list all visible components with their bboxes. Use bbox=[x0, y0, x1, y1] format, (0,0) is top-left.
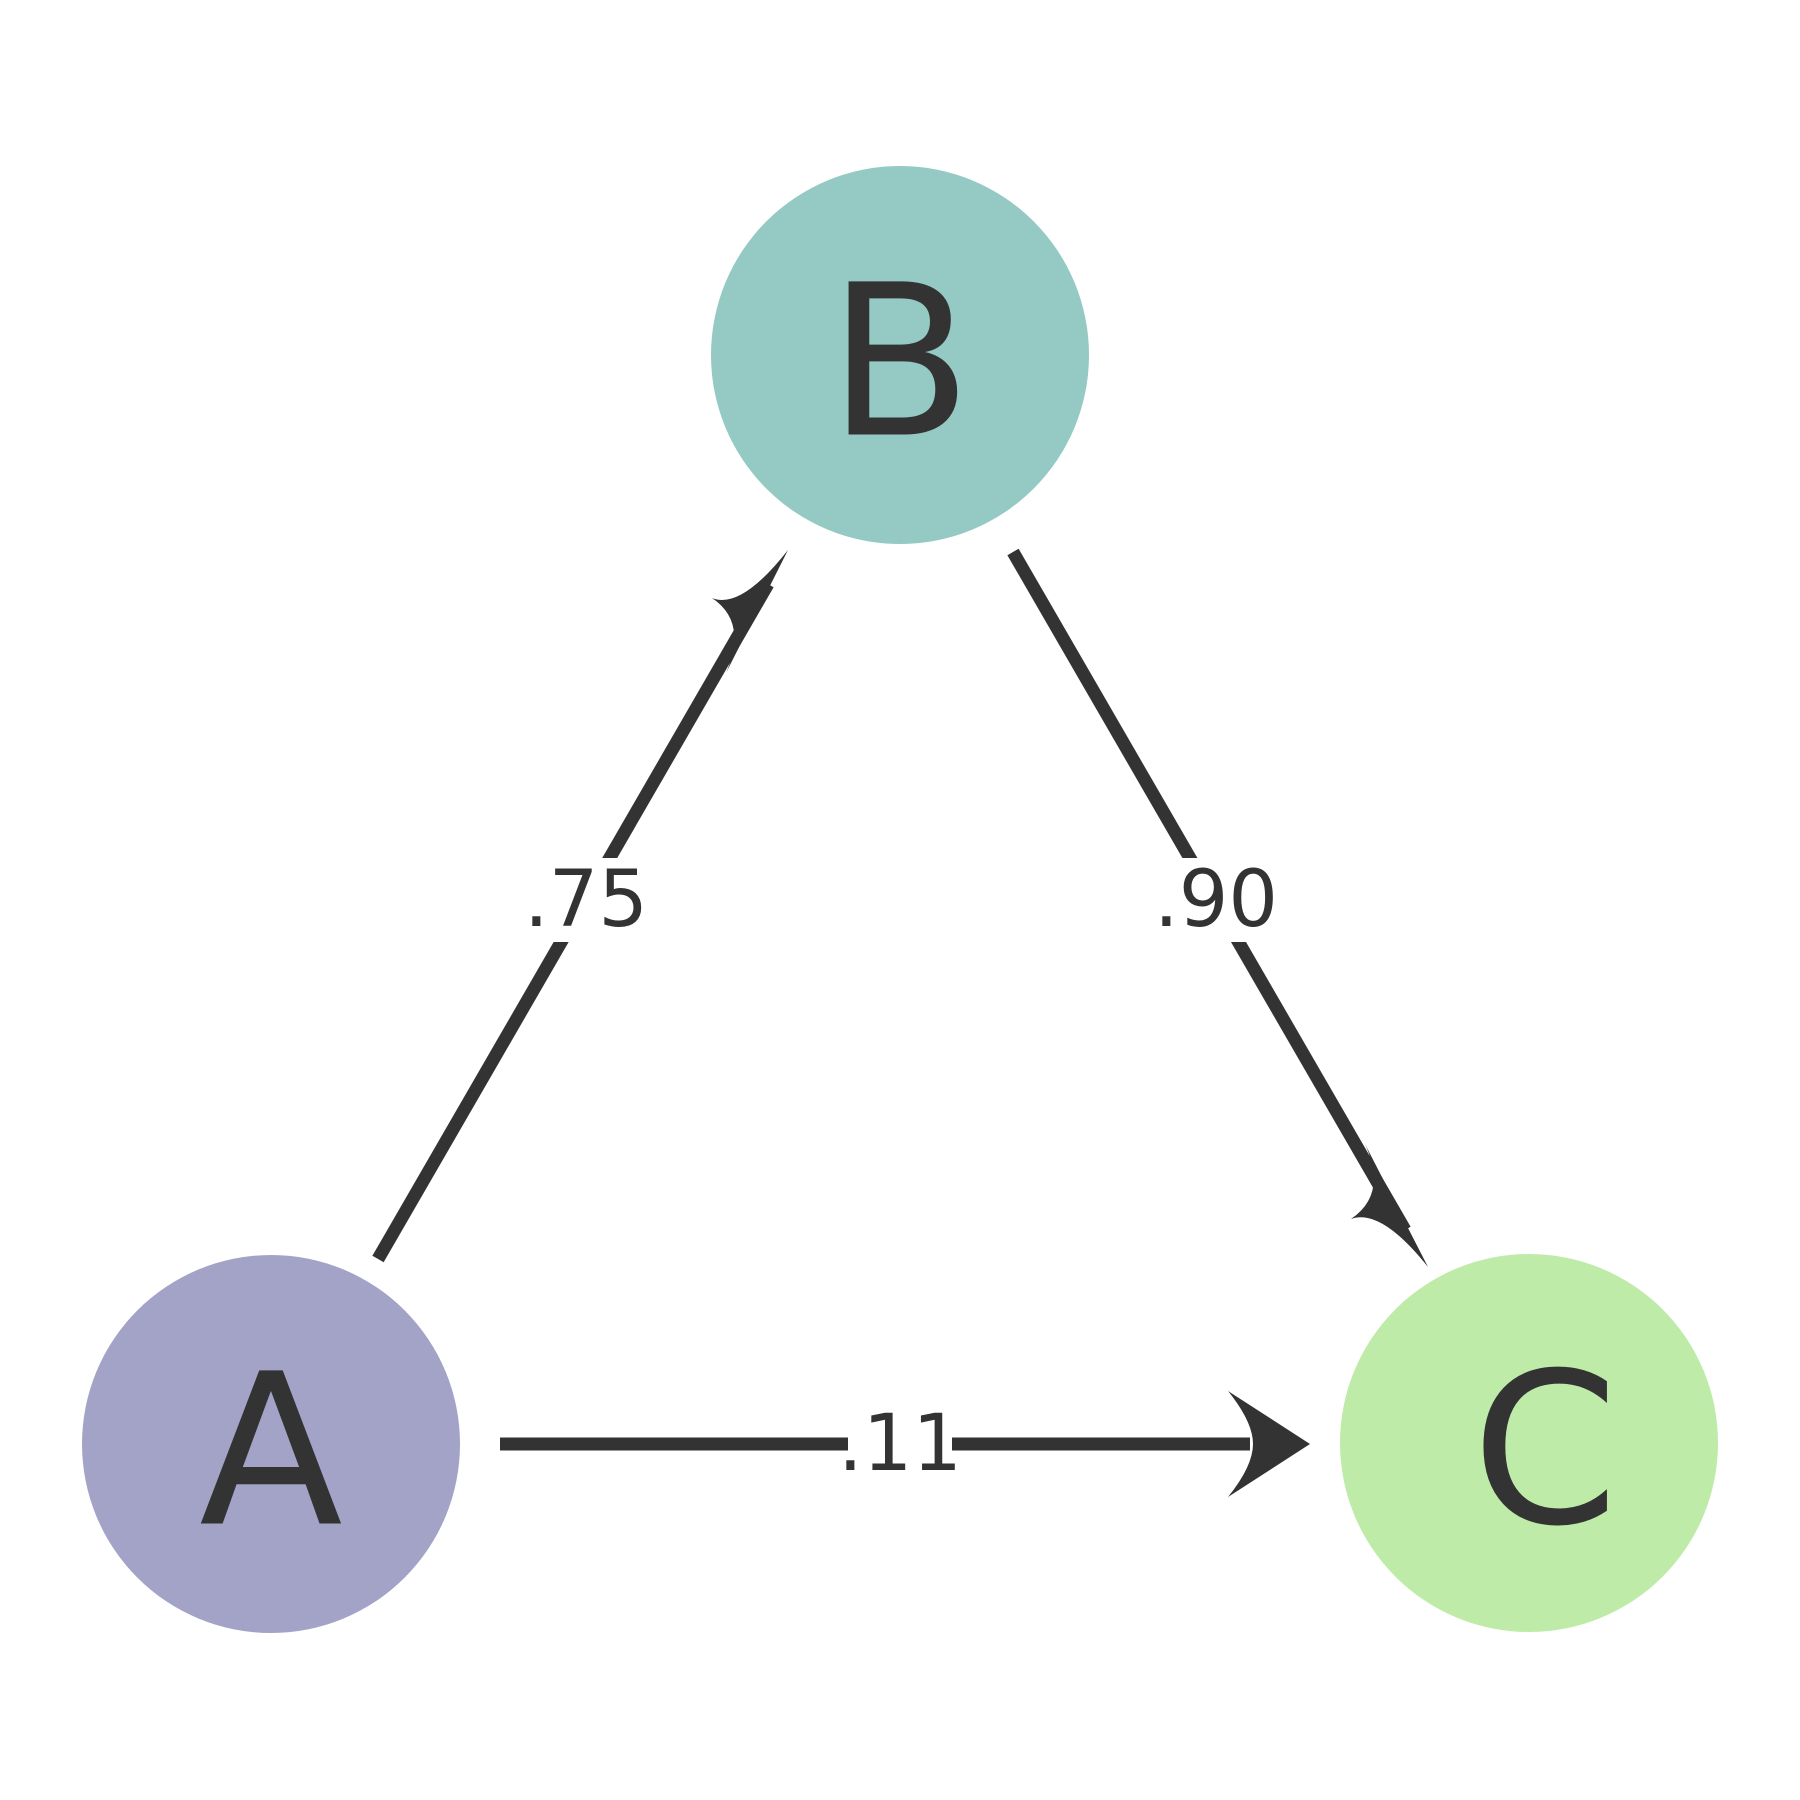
edge-a-to-b-arrowhead bbox=[712, 550, 788, 673]
node-a[interactable]: A bbox=[82, 1255, 460, 1633]
edge-b-to-c[interactable]: .90 bbox=[1007, 548, 1428, 1267]
edge-a-to-c[interactable]: .11 bbox=[500, 1391, 1310, 1497]
node-b-label: B bbox=[828, 240, 972, 485]
node-a-label: A bbox=[199, 1329, 343, 1574]
edge-a-to-c-arrowhead bbox=[1228, 1391, 1310, 1497]
edge-a-to-b-label-bg bbox=[536, 858, 636, 942]
edge-a-to-b[interactable]: .75 bbox=[372, 550, 788, 1263]
edge-a-to-c-label: .11 bbox=[838, 1399, 962, 1489]
node-c-circle bbox=[1340, 1254, 1718, 1632]
edge-b-to-c-arrowhead bbox=[1351, 1144, 1428, 1267]
node-c[interactable]: C bbox=[1340, 1254, 1718, 1632]
edge-a-to-b-label: .75 bbox=[524, 855, 648, 945]
edge-b-to-c-label-bg bbox=[1166, 858, 1266, 942]
edge-a-to-c-label-bg bbox=[848, 1403, 952, 1487]
edge-b-to-c-label: .90 bbox=[1154, 855, 1278, 945]
node-b[interactable]: B bbox=[711, 166, 1089, 544]
node-a-circle bbox=[82, 1255, 460, 1633]
node-b-circle bbox=[711, 166, 1089, 544]
node-c-label: C bbox=[1472, 1328, 1619, 1573]
